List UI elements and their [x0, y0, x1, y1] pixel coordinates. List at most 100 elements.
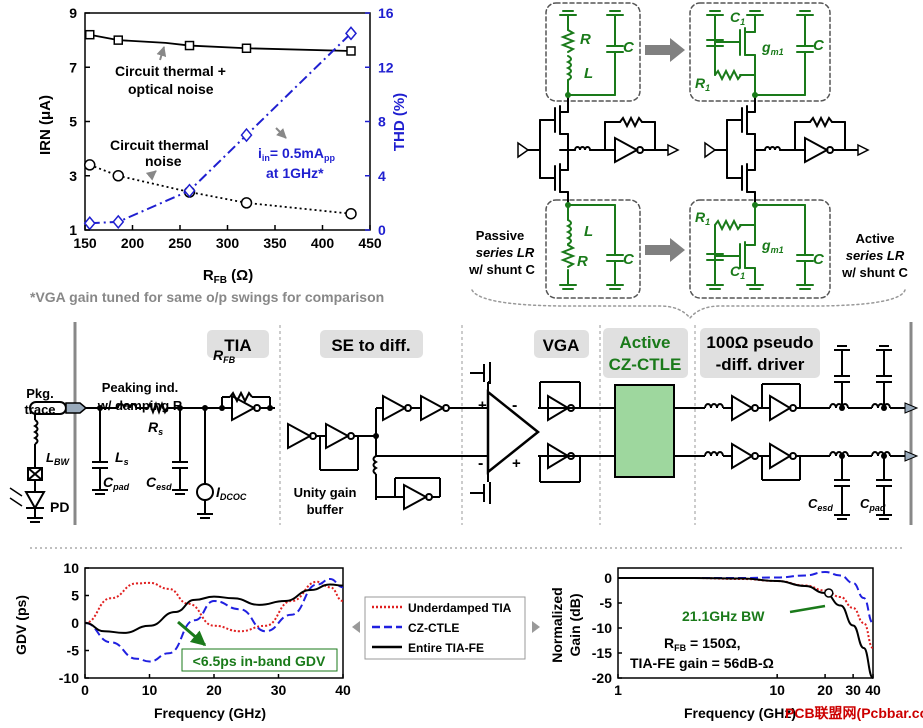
gdv-ylabel: GDV (ps)	[13, 595, 29, 655]
x-tick-label: 350	[263, 235, 287, 251]
gain-x-tick: 20	[817, 682, 833, 698]
label-R1-bottom: R1	[695, 209, 710, 227]
gdv-xlabel: Frequency (GHz)	[154, 705, 266, 721]
label-C1-bottom: C1	[730, 263, 745, 281]
y-tick-label-right: 4	[378, 168, 386, 184]
series-line-optical	[89, 33, 352, 52]
vga-title: VGA	[543, 336, 580, 355]
annotation-thermal-optical-2: optical noise	[128, 81, 214, 97]
arrow-top	[645, 38, 685, 62]
se-diff-title: SE to diff.	[331, 336, 410, 355]
label-gm1-bottom: gm1	[761, 237, 784, 255]
se-diff-title-box	[320, 330, 423, 358]
passive-top-box	[545, 2, 641, 102]
y-tick-label-right: 8	[378, 114, 386, 130]
label-R1-top: R1	[695, 75, 710, 93]
y-tick-label-right: 12	[378, 59, 394, 75]
gain-xlabel: Frequency (GHz)	[684, 705, 796, 721]
gdv-y-tick: 5	[71, 588, 79, 604]
y-tick-label-right: 0	[378, 222, 386, 238]
point-thermal	[112, 170, 124, 182]
gdv-annotation: <6.5ps in-band GDV	[193, 653, 326, 669]
x-axis-label: RFB (Ω)	[203, 267, 253, 286]
label-C-active-top: C	[813, 37, 825, 54]
ctle-title-box	[603, 328, 688, 378]
arrow-bottom	[645, 238, 685, 262]
peaking-2: w/ damping R	[97, 398, 183, 413]
legend-tiafe: Entire TIA-FE	[408, 641, 484, 655]
label-gm1-top: gm1	[761, 39, 784, 57]
gain-x-tick: 40	[865, 682, 881, 698]
gdv-x-tick: 30	[271, 682, 287, 698]
gdv-x-tick: 20	[206, 682, 222, 698]
brace	[471, 289, 906, 320]
ls-label: Ls	[115, 449, 129, 467]
lbw-label: LBW	[46, 450, 70, 467]
vga-minus-out: -	[512, 397, 517, 414]
point-thermal	[240, 197, 253, 209]
x-tick-label: 200	[121, 235, 145, 251]
active-label-3: w/ shunt C	[841, 265, 908, 280]
pd-label: PD	[50, 499, 69, 515]
label-C-top: C	[623, 39, 635, 56]
point-optical	[85, 29, 95, 40]
gdv-x-tick: 40	[335, 682, 351, 698]
vga-minus-in: -	[478, 455, 483, 472]
point-thd	[240, 127, 253, 143]
y-tick-label-left: 7	[69, 59, 77, 75]
unity-gain-1: Unity gain	[294, 485, 357, 500]
label-R-bottom: R	[577, 253, 588, 270]
point-optical	[184, 40, 195, 51]
driver-title-1: 100Ω pseudo	[706, 333, 813, 352]
bw-marker	[824, 588, 834, 598]
annotation-thermal-2: noise	[145, 153, 182, 169]
tia-title-box	[207, 330, 269, 358]
gain-ylabel-1: Normalized	[549, 587, 565, 662]
x-tick-label: 250	[168, 235, 192, 251]
pkg-trace-1: Pkg.	[26, 386, 53, 401]
gain-y-tick: -5	[600, 595, 613, 611]
y-tick-label-left: 9	[69, 5, 77, 21]
gdv-x-tick: 0	[81, 682, 89, 698]
rs-label: Rs	[148, 419, 163, 437]
gain-text: TIA-FE gain = 56dB-Ω	[630, 655, 774, 671]
point-thermal	[84, 159, 96, 171]
ctle-title-2: CZ-CTLE	[609, 355, 682, 374]
label-R-top: R	[580, 31, 591, 48]
y-tick-label-left: 1	[69, 222, 77, 238]
point-optical	[113, 35, 123, 45]
bw-label: 21.1GHz BW	[682, 608, 765, 624]
vga-title-box	[534, 330, 589, 358]
annotation-thermal-1: Circuit thermal	[110, 137, 209, 153]
gain-y-tick: -15	[592, 645, 612, 661]
gain-series-2	[618, 576, 874, 679]
label-C-active-bottom: C	[813, 251, 825, 268]
x-tick-label: 300	[216, 235, 240, 251]
vga-plus-in: +	[478, 397, 487, 414]
gain-ylabel-2: Gain (dB)	[567, 594, 583, 657]
cpad-driver-label: Cpad	[860, 496, 886, 513]
idcoc-label: IDCOC	[216, 484, 247, 502]
driver-title-box	[700, 328, 820, 378]
gain-x-tick: 30	[845, 682, 861, 698]
gain-x-tick: 10	[769, 682, 785, 698]
y-axis-label-right: THD (%)	[391, 93, 408, 151]
label-L-bottom: L	[584, 223, 593, 240]
ctle-block	[614, 384, 675, 478]
legend-ctle: CZ-CTLE	[408, 621, 459, 635]
gdv-x-tick: 10	[142, 682, 158, 698]
cesd-label: Cesd	[146, 474, 172, 492]
peaking-1: Peaking ind.	[102, 380, 179, 395]
active-top-box	[689, 2, 831, 102]
rfb-text: RFB = 150Ω,	[664, 635, 741, 653]
label-L-top: L	[584, 65, 593, 82]
passive-bottom-box	[545, 199, 641, 299]
top-circuits: R L C L R C	[468, 2, 908, 320]
active-label-1: Active	[855, 231, 894, 246]
gdv-y-tick: -5	[67, 643, 80, 659]
point-thd	[345, 26, 357, 41]
gain-series-0	[618, 576, 874, 649]
